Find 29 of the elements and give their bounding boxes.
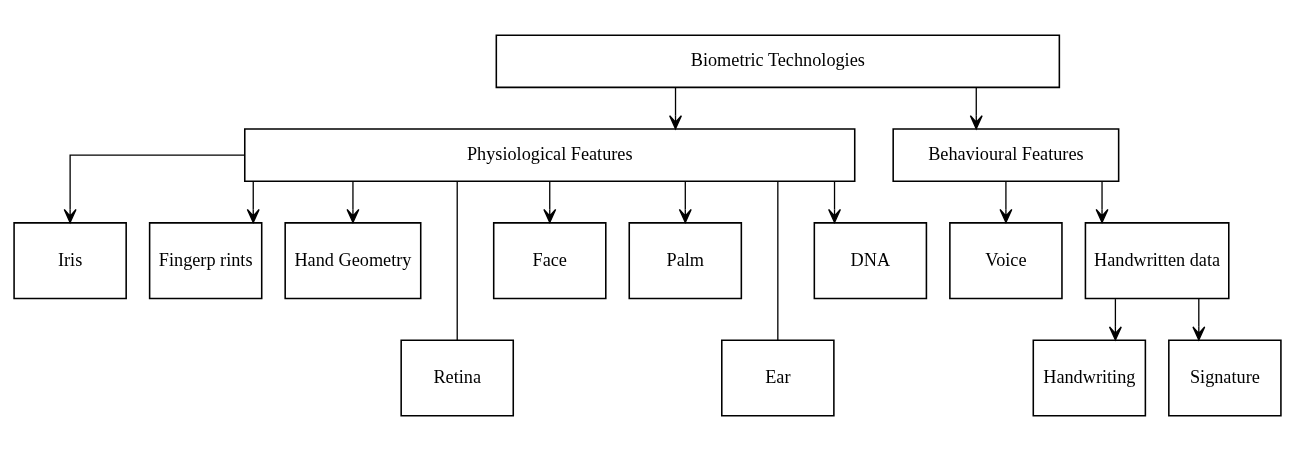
arrow bbox=[669, 86, 683, 130]
node-box: Physiological Features bbox=[244, 128, 856, 182]
node-box: Biometric Technologies bbox=[495, 34, 1061, 89]
node-box: Behavioural Features bbox=[892, 128, 1120, 182]
arrow bbox=[1095, 180, 1109, 224]
arrow bbox=[63, 154, 246, 224]
node-box: DNA bbox=[813, 222, 928, 300]
node-box: Palm bbox=[628, 222, 743, 300]
arrow bbox=[678, 180, 692, 224]
arrow bbox=[999, 180, 1013, 224]
connector bbox=[777, 180, 779, 341]
arrow bbox=[543, 180, 557, 224]
node-box: Iris bbox=[13, 222, 127, 300]
node-box: Voice bbox=[949, 222, 1063, 300]
node-box: Handwritten data bbox=[1084, 222, 1230, 300]
arrow bbox=[1192, 298, 1206, 341]
arrow bbox=[346, 180, 360, 224]
arrow bbox=[969, 86, 983, 130]
node-box: Fingerp rints bbox=[148, 222, 263, 300]
node-box: Retina bbox=[400, 339, 515, 417]
node-box: Handwriting bbox=[1032, 339, 1147, 417]
node-box: Face bbox=[492, 222, 607, 300]
arrow bbox=[828, 180, 842, 224]
node-box: Hand Geometry bbox=[284, 222, 422, 300]
node-box: Ear bbox=[721, 339, 835, 417]
node-box: Signature bbox=[1168, 339, 1282, 417]
connector bbox=[456, 180, 458, 341]
arrow bbox=[246, 180, 260, 224]
arrow bbox=[1108, 298, 1122, 341]
